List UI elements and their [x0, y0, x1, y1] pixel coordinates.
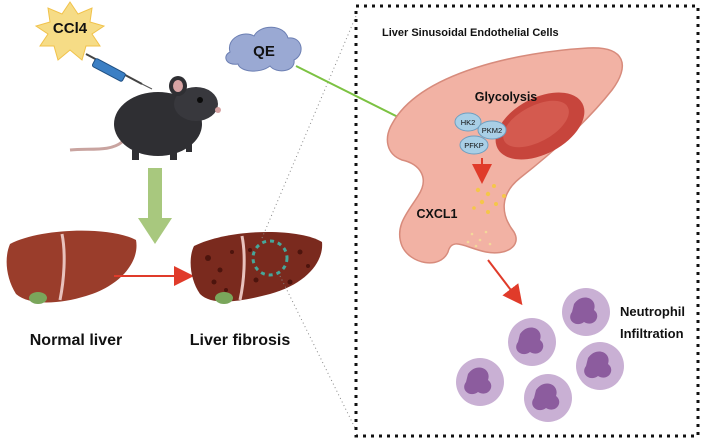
neutrophil-icon [508, 318, 556, 366]
cloud-icon [225, 26, 302, 72]
neutrophil-icon [524, 374, 572, 422]
normal-liver-icon [6, 230, 137, 304]
down-arrow [138, 168, 172, 244]
process-label: Glycolysis [475, 90, 538, 104]
endothelial-cell [386, 47, 624, 264]
reagent-label: CCl4 [53, 20, 88, 37]
neutrophil-icon [576, 342, 624, 390]
panel-border [354, 4, 700, 438]
panel-title: Liver Sinusoidal Endothelial Cells [382, 27, 559, 39]
outcome-label-line1: Neutrophil [620, 304, 685, 319]
fibrotic-liver-icon [190, 231, 323, 304]
cxcl1-secreted [466, 230, 492, 248]
syringe-icon [85, 53, 153, 90]
cxcl1-granules [472, 184, 506, 214]
starburst-icon [34, 1, 106, 61]
enzyme-hk2-label: HK2 [461, 118, 476, 127]
enzyme-pkm2: PKM2 [477, 120, 507, 140]
zoom-line-top [261, 15, 357, 239]
enzyme-pfkp-label: PFKP [464, 141, 484, 150]
enzyme-pkm2-label: PKM2 [482, 126, 502, 135]
neutrophil-icon [562, 288, 610, 336]
compound-label: QE [253, 43, 275, 60]
mouse-icon [69, 76, 221, 160]
outcome-label-line2: Infiltration [620, 326, 684, 341]
enzyme-hk2: HK2 [454, 112, 482, 132]
chemokine-label: CXCL1 [417, 207, 458, 221]
fibrosis-liver-label: Liver fibrosis [190, 332, 291, 349]
enzyme-pfkp: PFKP [459, 135, 489, 155]
neutrophil-icon [456, 358, 504, 406]
normal-liver-label: Normal liver [30, 332, 122, 349]
zoom-line-bottom [279, 275, 357, 431]
cxcl1-to-neutrophil-arrow [487, 259, 523, 306]
